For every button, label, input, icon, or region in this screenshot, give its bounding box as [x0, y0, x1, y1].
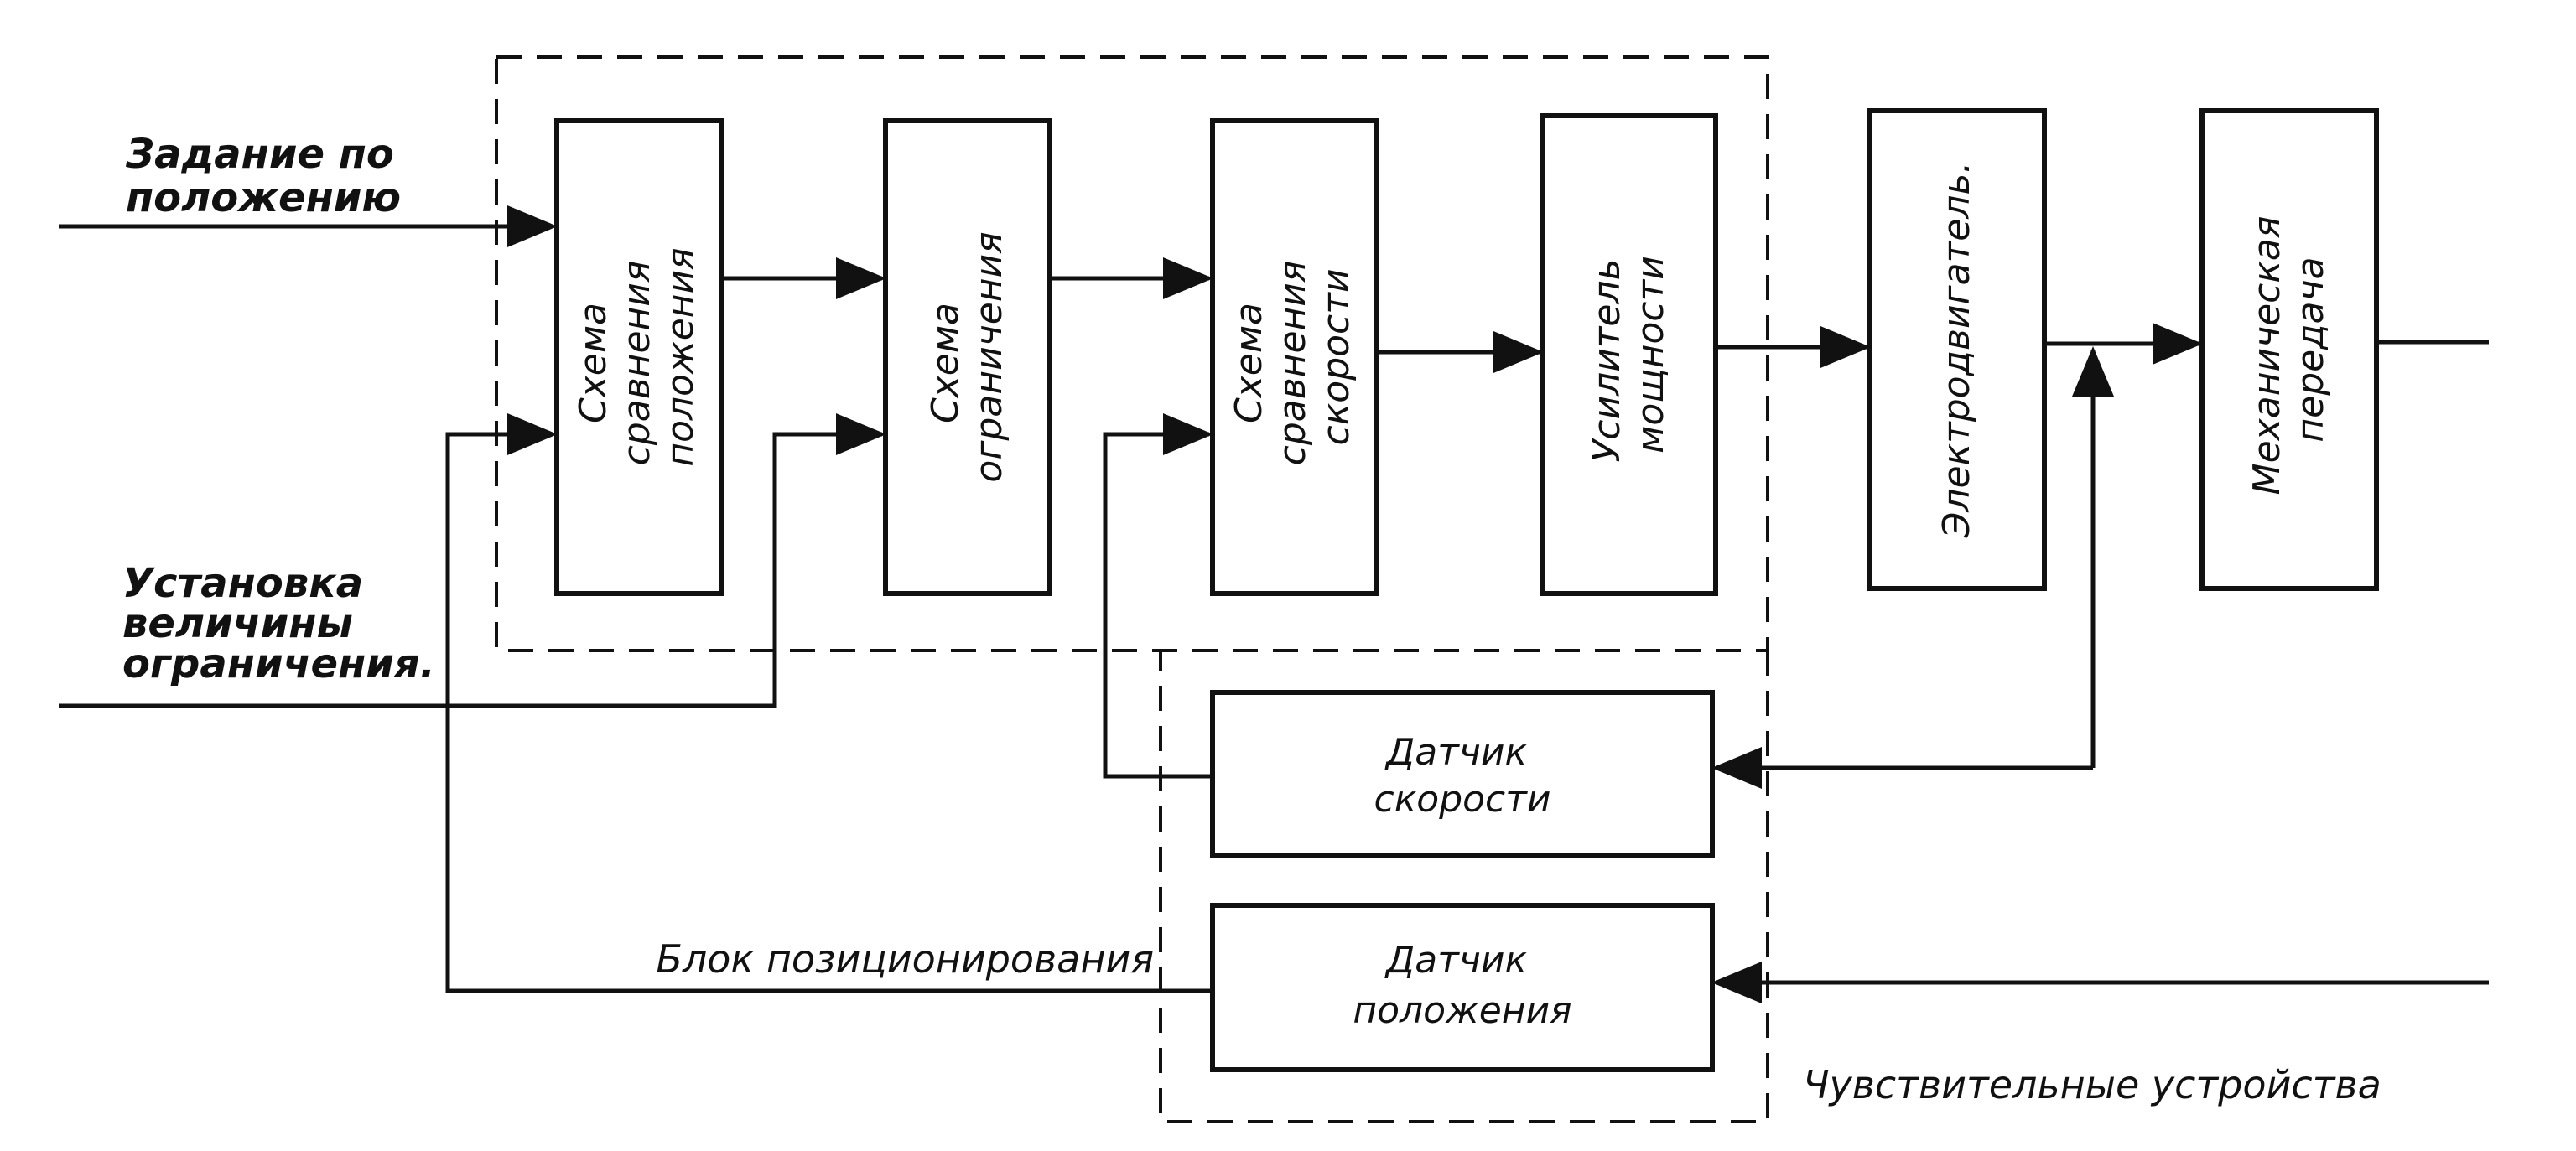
- limit-setting-label: Установка величины ограничения.: [122, 560, 435, 687]
- position-setpoint-label: Задание по положению: [125, 131, 408, 221]
- position-sensor-label: Датчик положения: [1353, 939, 1571, 1032]
- position-sensor-box: [1210, 903, 1715, 1072]
- positioning-unit-label: Блок позиционирования: [656, 936, 1154, 982]
- speed-comparison-label: Схема сравнения скорости: [1228, 249, 1358, 466]
- speed-comparison-box: [1210, 118, 1379, 596]
- position-comparison-label: Схема сравнения положения: [572, 247, 702, 466]
- sensing-devices-outline: [1159, 651, 1769, 1123]
- speed-sensor-box: [1210, 690, 1715, 858]
- speed-sensor-label: Датчик скорости: [1374, 731, 1551, 821]
- position-feedback-line: [445, 413, 1213, 993]
- limiting-label: Схема ограничения: [924, 231, 1010, 482]
- sensing-devices-label: Чувствительные устройства: [1803, 1062, 2381, 1107]
- limiting-box: [883, 118, 1052, 596]
- limit-input-line: [59, 413, 886, 708]
- power-amplifier-box: [1540, 113, 1718, 596]
- electric-motor-label: Электродвигатель.: [1935, 162, 1978, 539]
- position-comparison-box: [554, 118, 724, 596]
- power-amplifier-label: Усилитель мощности: [1586, 246, 1672, 462]
- mechanical-transmission-label: Механическая передача: [2246, 205, 2332, 495]
- positioning-unit-outline: [495, 55, 1769, 652]
- speed-feedback-line: [1103, 413, 1213, 779]
- mechanical-transmission-box: [2199, 108, 2379, 591]
